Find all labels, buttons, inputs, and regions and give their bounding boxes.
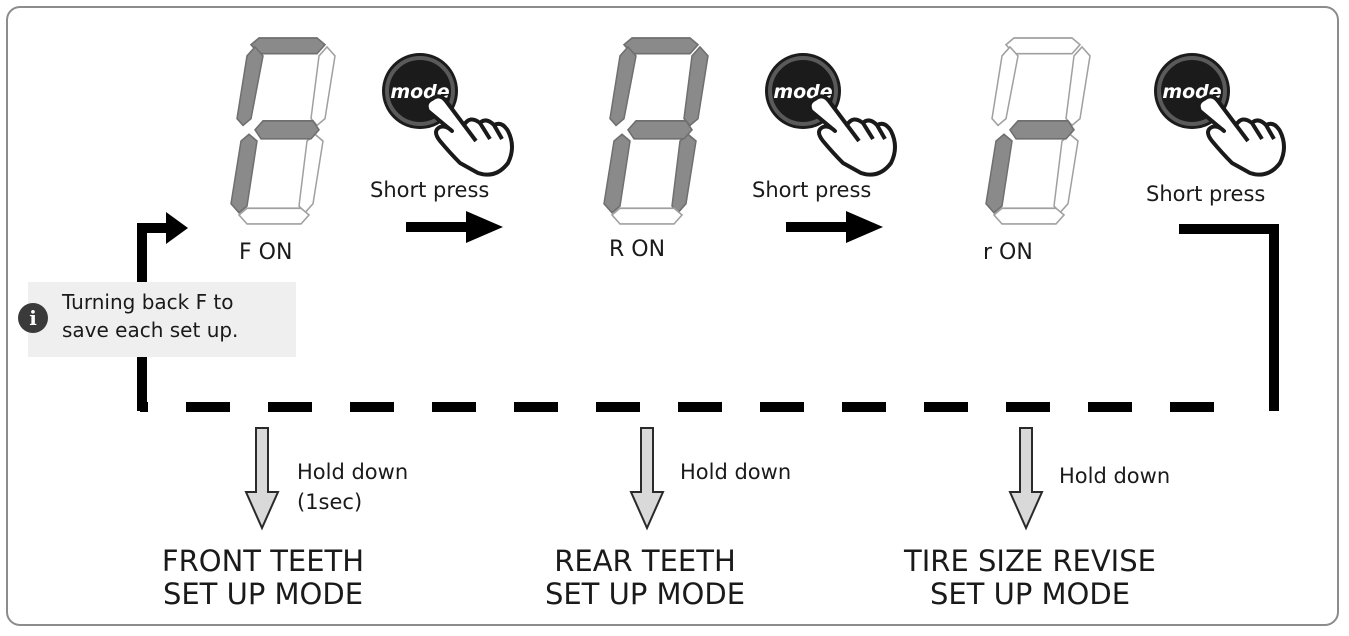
mode-title-line-1: FRONT TEETH [161, 544, 365, 578]
hold-arrow-icon [1008, 427, 1044, 531]
segment-d-off [237, 207, 311, 225]
mode-title-front-teeth: FRONT TEETH SET UP MODE [118, 545, 408, 611]
pointing-hand-icon [424, 94, 514, 177]
short-press-label: Short press [752, 178, 872, 202]
arrow-right-icon [406, 211, 503, 243]
hold-down-text: Hold down [297, 460, 409, 484]
segment-e-on [230, 133, 258, 214]
segment-c-off [298, 133, 324, 214]
info-icon: i [18, 303, 48, 333]
segment-c-on [671, 133, 697, 214]
segment-c-off [1053, 133, 1079, 214]
segment-f-off [991, 45, 1019, 127]
segment-a-on [249, 37, 327, 55]
state-label-r: R ON [609, 237, 666, 262]
mode-button: mode [1154, 53, 1286, 177]
segment-b-off [1065, 45, 1091, 127]
segment-b-off [310, 45, 336, 127]
segment-e-on [985, 133, 1013, 214]
segment-g-on [627, 120, 693, 140]
mode-title-line-1: TIRE SIZE REVISE [904, 544, 1156, 578]
arrow-right-icon [786, 211, 883, 243]
hold-down-label: Hold down [1059, 464, 1171, 488]
mode-title-tire-size: TIRE SIZE REVISE SET UP MODE [880, 545, 1180, 611]
note-box [28, 282, 296, 357]
mode-title-line-2: SET UP MODE [929, 577, 1131, 611]
segment-g-on [254, 120, 320, 140]
pointing-hand-icon [1196, 94, 1286, 177]
segment-a-on [622, 37, 700, 55]
mode-title-line-2: SET UP MODE [162, 577, 364, 611]
segment-g-on [1009, 120, 1075, 140]
hold-down-label: Hold down [680, 460, 792, 484]
diagram-frame [6, 6, 1339, 626]
segment-d-off [992, 207, 1066, 225]
segment-e-on [603, 133, 631, 214]
short-press-label: Short press [370, 178, 490, 202]
hold-down-duration: (1sec) [297, 490, 363, 514]
digit-display-lower-r [985, 37, 1091, 225]
pointing-hand-icon [807, 94, 897, 177]
note-text: Turning back F to save each set up. [62, 288, 238, 344]
mode-title-line-2: SET UP MODE [544, 577, 746, 611]
digit-display-f [230, 37, 336, 225]
mode-button: mode [382, 53, 514, 177]
state-label-f: F ON [239, 240, 293, 265]
segment-b-on [683, 45, 709, 127]
note-line-2: save each set up. [62, 318, 239, 342]
state-label-lower-r: r ON [983, 240, 1033, 265]
mode-title-line-1: REAR TEETH [554, 544, 736, 578]
digit-display-r [603, 37, 709, 225]
hold-arrow-icon [629, 427, 665, 531]
segment-d-off [610, 207, 684, 225]
return-loop-path [137, 212, 1279, 412]
mode-button: mode [765, 53, 897, 177]
segment-f-on [236, 45, 264, 127]
segment-a-off [1004, 37, 1082, 55]
segment-f-on [609, 45, 637, 127]
mode-title-rear-teeth: REAR TEETH SET UP MODE [500, 545, 790, 611]
hold-down-label: Hold down (1sec) [297, 457, 408, 517]
hold-arrow-icon [244, 427, 280, 531]
note-line-1: Turning back F to [62, 290, 234, 314]
short-press-label: Short press [1146, 182, 1266, 206]
